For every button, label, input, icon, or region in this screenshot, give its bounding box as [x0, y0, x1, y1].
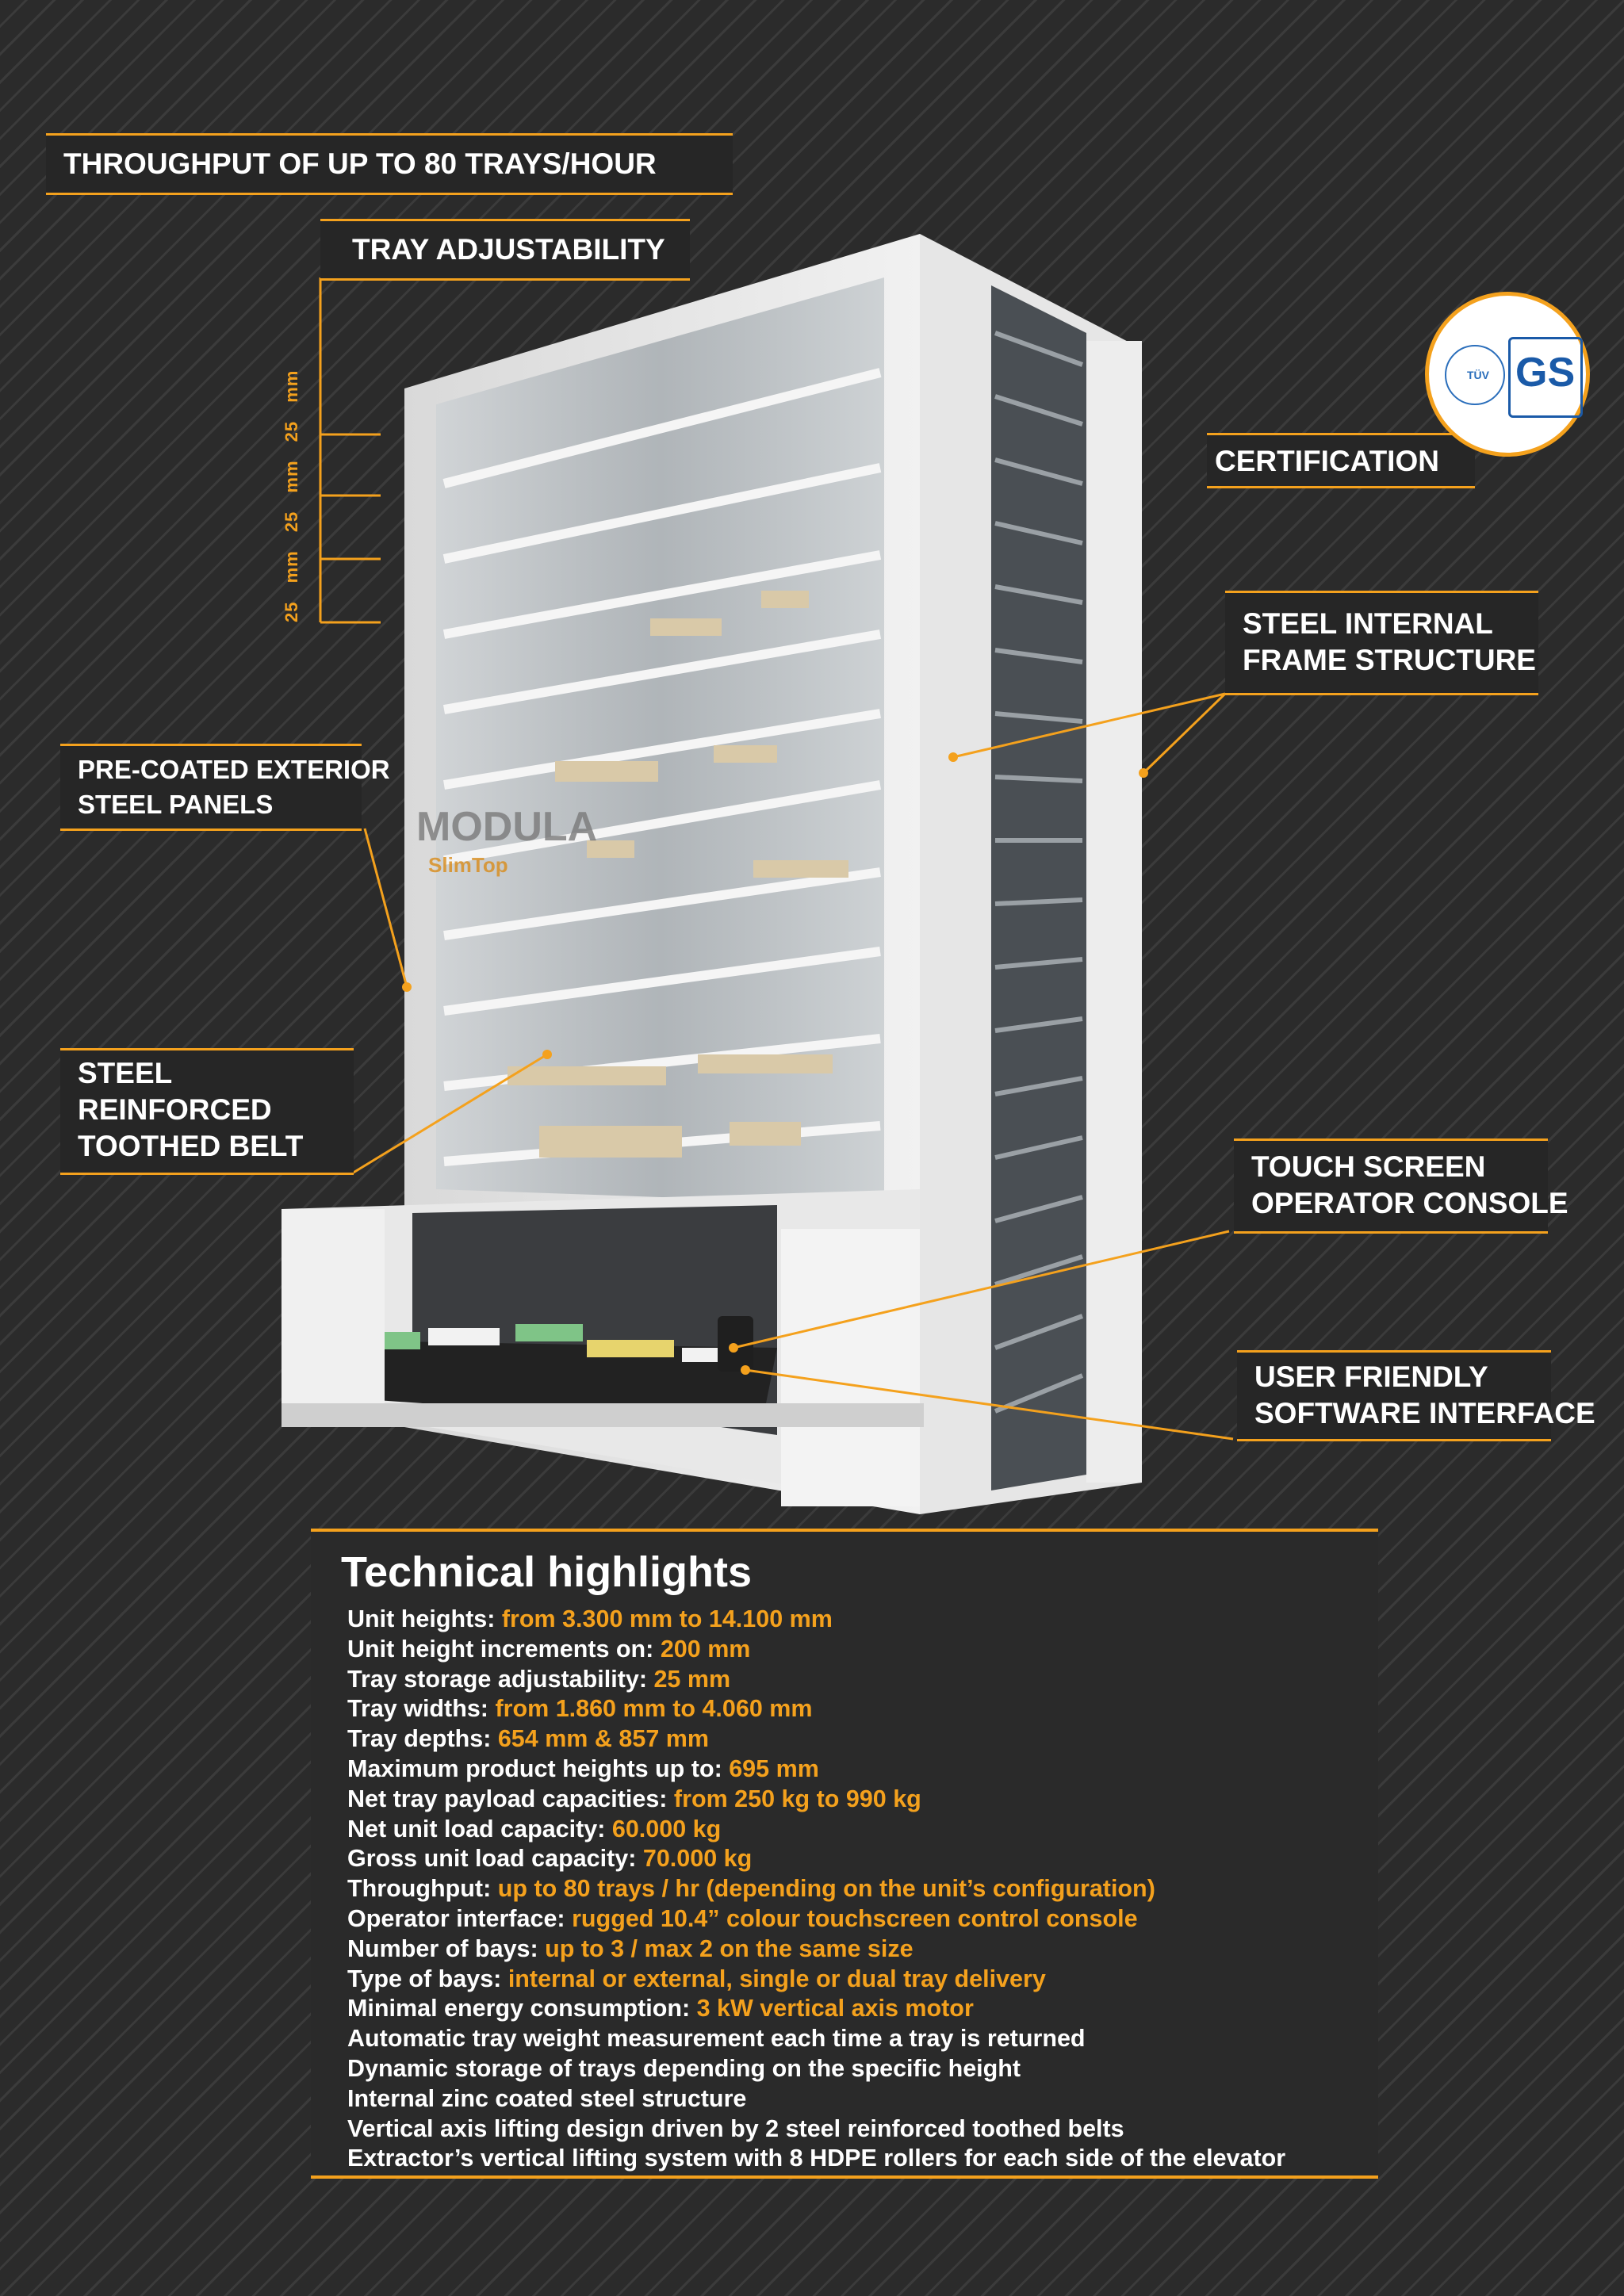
spec-label: Operator interface: [347, 1904, 573, 1932]
spec-value: 654 mm & 857 mm [497, 1725, 710, 1753]
spec-item: Extractor’s vertical lifting system with… [347, 2144, 1359, 2174]
callout-throughput-text: THROUGHPUT OF UP TO 80 TRAYS/HOUR [63, 147, 657, 180]
callout-software-interface-line2: SOFTWARE INTERFACE [1254, 1397, 1595, 1429]
tray-pitch-dimension-label: 25 mm 25 mm 25 mm [282, 369, 301, 622]
gs-mark-icon: GS [1508, 337, 1583, 418]
spec-label: Number of bays: [347, 1934, 546, 1962]
spec-item: Automatic tray weight measurement each t… [347, 2024, 1359, 2054]
spec-label: Net unit load capacity: [347, 1815, 612, 1843]
spec-item: Number of bays: up to 3 / max 2 on the s… [347, 1934, 1359, 1965]
callout-toothed-belt: STEEL REINFORCED TOOTHED BELT [60, 1048, 354, 1175]
spec-label: Maximum product heights up to: [347, 1755, 730, 1782]
spec-item: Vertical axis lifting design driven by 2… [347, 2114, 1359, 2145]
spec-value: up to 80 trays / hr (depending on the un… [497, 1875, 1155, 1903]
callout-exterior-panels-line2: STEEL PANELS [78, 790, 274, 819]
base-plinth [282, 1403, 924, 1427]
machine-logo-brand: MODULA [416, 804, 597, 850]
spec-item: Net tray payload capacities: from 250 kg… [347, 1785, 1359, 1815]
spec-label: Vertical axis lifting design driven by 2… [347, 2114, 1124, 2142]
callout-steel-frame-line2: FRAME STRUCTURE [1243, 644, 1536, 676]
gs-mark-text: GS [1515, 350, 1576, 396]
certification-badge: TÜV GS [1425, 292, 1590, 457]
touch-screen-console [718, 1316, 753, 1372]
spec-label: Throughput: [347, 1875, 498, 1903]
spec-value: from 250 kg to 990 kg [673, 1785, 921, 1812]
bay-right-panel [781, 1229, 920, 1506]
spec-label: Unit heights: [347, 1605, 502, 1632]
spec-item: Tray storage adjustability: 25 mm [347, 1665, 1359, 1695]
machine-logo-model: SlimTop [428, 853, 508, 877]
callout-throughput: THROUGHPUT OF UP TO 80 TRAYS/HOUR [46, 133, 733, 195]
spec-value: 695 mm [729, 1755, 819, 1782]
spec-value: internal or external, single or dual tra… [508, 1965, 1046, 1992]
callout-tray-adjustability-text: TRAY ADJUSTABILITY [352, 233, 665, 266]
spec-value: 200 mm [660, 1635, 751, 1663]
spec-value: 3 kW vertical axis motor [696, 1995, 974, 2022]
callout-software-interface: USER FRIENDLY SOFTWARE INTERFACE [1237, 1350, 1595, 1441]
callout-toothed-belt-line2: REINFORCED [78, 1093, 272, 1126]
spec-value: 25 mm [653, 1665, 731, 1693]
callout-exterior-panels: PRE-COATED EXTERIOR STEEL PANELS [60, 744, 390, 831]
spec-label: Type of bays: [347, 1965, 508, 1992]
spec-label: Unit height increments on: [347, 1635, 661, 1663]
glass-front [436, 277, 884, 1205]
spec-label: Minimal energy consumption: [347, 1995, 697, 2022]
spec-label: Tray widths: [347, 1695, 496, 1723]
technical-highlights-list: Unit heights: from 3.300 mm to 14.100 mm… [330, 1605, 1359, 2174]
spec-label: Tray storage adjustability: [347, 1665, 654, 1693]
callout-touch-screen-line1: TOUCH SCREEN [1251, 1150, 1486, 1183]
spec-value: 60.000 kg [611, 1815, 722, 1843]
tuv-mark-icon: TÜV [1445, 345, 1505, 405]
spec-value: from 1.860 mm to 4.060 mm [495, 1695, 813, 1723]
callout-steel-frame: STEEL INTERNAL FRAME STRUCTURE [1225, 591, 1538, 695]
callout-touch-screen-line2: OPERATOR CONSOLE [1251, 1187, 1568, 1219]
spec-item: Tray depths: 654 mm & 857 mm [347, 1724, 1359, 1755]
callout-toothed-belt-line3: TOOTHED BELT [78, 1130, 304, 1162]
callout-touch-screen-console: TOUCH SCREEN OPERATOR CONSOLE [1234, 1138, 1568, 1234]
side-post [1086, 341, 1142, 1483]
technical-highlights-panel: Technical highlights Unit heights: from … [311, 1529, 1378, 2179]
spec-value: up to 3 / max 2 on the same size [545, 1934, 914, 1962]
spec-item: Tray widths: from 1.860 mm to 4.060 mm [347, 1694, 1359, 1724]
side-column-inner [991, 285, 1086, 1490]
spec-label: Extractor’s vertical lifting system with… [347, 2145, 1286, 2172]
spec-label: Dynamic storage of trays depending on th… [347, 2054, 1021, 2082]
spec-item: Type of bays: internal or external, sing… [347, 1965, 1359, 1995]
bay-left-panel [282, 1209, 385, 1403]
spec-item: Minimal energy consumption: 3 kW vertica… [347, 1994, 1359, 2024]
spec-value: rugged 10.4” colour touchscreen control … [572, 1904, 1138, 1932]
spec-item: Internal zinc coated steel structure [347, 2084, 1359, 2114]
callout-software-interface-line1: USER FRIENDLY [1254, 1360, 1488, 1393]
callout-tray-adjustability: TRAY ADJUSTABILITY [320, 219, 690, 281]
spec-label: Net tray payload capacities: [347, 1785, 674, 1812]
technical-highlights-title: Technical highlights [341, 1548, 753, 1596]
tray-shelves [442, 368, 882, 1166]
spec-item: Operator interface: rugged 10.4” colour … [347, 1904, 1359, 1934]
tuv-mark-text: TÜV [1467, 369, 1489, 381]
spec-item: Maximum product heights up to: 695 mm [347, 1755, 1359, 1785]
spec-label: Automatic tray weight measurement each t… [347, 2025, 1086, 2053]
spec-item: Unit heights: from 3.300 mm to 14.100 mm [347, 1605, 1359, 1635]
callout-certification: CERTIFICATION [1207, 433, 1475, 488]
callout-steel-frame-line1: STEEL INTERNAL [1243, 607, 1493, 640]
spec-value: 70.000 kg [642, 1845, 753, 1873]
spec-item: Unit height increments on: 200 mm [347, 1635, 1359, 1665]
spec-item: Dynamic storage of trays depending on th… [347, 2054, 1359, 2084]
spec-item: Net unit load capacity: 60.000 kg [347, 1815, 1359, 1845]
spec-label: Tray depths: [347, 1725, 498, 1753]
callout-exterior-panels-line1: PRE-COATED EXTERIOR [78, 755, 390, 784]
spec-label: Gross unit load capacity: [347, 1845, 643, 1873]
callout-toothed-belt-line1: STEEL [78, 1057, 173, 1089]
spec-label: Internal zinc coated steel structure [347, 2084, 747, 2112]
callout-certification-text: CERTIFICATION [1215, 445, 1439, 477]
spec-item: Gross unit load capacity: 70.000 kg [347, 1844, 1359, 1874]
spec-value: from 3.300 mm to 14.100 mm [501, 1605, 833, 1632]
spec-item: Throughput: up to 80 trays / hr (dependi… [347, 1874, 1359, 1904]
